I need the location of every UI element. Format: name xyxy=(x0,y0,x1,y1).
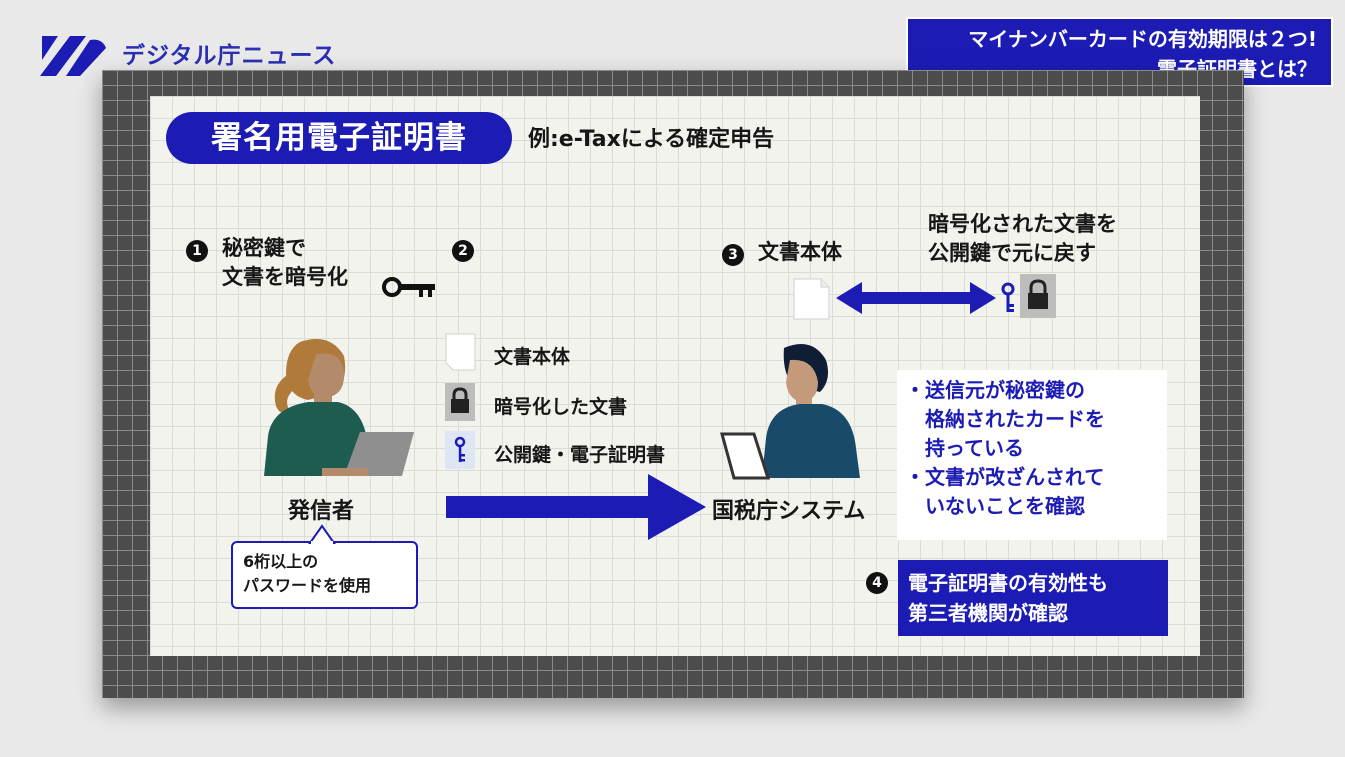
legend-document-icon xyxy=(445,333,476,371)
password-note-line-1: 6桁以上の xyxy=(243,552,319,571)
sender-label: 発信者 xyxy=(288,499,355,524)
legend-public-key-label: 公開鍵・電子証明書 xyxy=(494,444,666,466)
password-note-line-2: パスワードを使用 xyxy=(243,576,372,595)
bubble-pointer xyxy=(308,524,336,545)
brand-name: デジタル庁ニュース xyxy=(122,43,337,69)
receiver-label: 国税庁システム xyxy=(712,499,866,524)
key-icon xyxy=(382,277,435,297)
step-1-text: 秘密鍵で 文書を暗号化 xyxy=(222,234,348,292)
document-icon xyxy=(793,278,830,320)
receiver-figure xyxy=(720,344,860,480)
check-item-1: ・ 送信元が秘密鍵の xyxy=(905,376,1159,405)
step-4-badge: 4 xyxy=(866,572,888,594)
step-2-badge: 2 xyxy=(452,240,474,262)
public-key-icon xyxy=(1001,282,1015,312)
send-arrow-icon xyxy=(446,474,706,540)
check-2-line-1: 文書が改ざんされて xyxy=(925,465,1105,489)
check-item-2-cont-1: いないことを確認 xyxy=(905,492,1159,521)
sender-figure xyxy=(264,339,414,476)
slide-title: 署名用電子証明書 xyxy=(166,112,512,164)
check-1-line-3: 持っている xyxy=(925,436,1024,460)
verification-list: ・ 送信元が秘密鍵の 格納されたカードを 持っている ・ 文書が改ざんされて い… xyxy=(897,370,1167,540)
step-4-line-2: 第三者機関が確認 xyxy=(908,601,1068,625)
lock-icon xyxy=(1020,274,1056,318)
legend-document-label: 文書本体 xyxy=(494,346,571,368)
decrypt-line-1: 暗号化された文書を xyxy=(928,212,1117,236)
slide-subtitle: 例:e-Taxによる確定申告 xyxy=(528,127,775,152)
check-1-line-2: 格納されたカードを xyxy=(925,407,1105,431)
legend-public-key-icon xyxy=(445,431,475,469)
password-note: 6桁以上の パスワードを使用 xyxy=(231,541,418,609)
step-4-line-1: 電子証明書の有効性も xyxy=(908,571,1108,595)
step-1-line-1: 秘密鍵で xyxy=(222,236,306,260)
legend-lock-icon xyxy=(445,383,475,421)
step-4-callout: 電子証明書の有効性も 第三者機関が確認 xyxy=(898,560,1168,636)
topic-line-1: マイナンバーカードの有効期限は２つ! xyxy=(968,27,1317,51)
decrypt-line-2: 公開鍵で元に戻す xyxy=(928,241,1096,265)
step-3-label: 文書本体 xyxy=(758,240,842,264)
step-1-line-2: 文書を暗号化 xyxy=(222,265,348,289)
check-item-1-cont-2: 持っている xyxy=(905,434,1159,463)
logo-mark-icon xyxy=(40,36,106,76)
legend-encrypted-label: 暗号化した文書 xyxy=(494,396,628,418)
decrypt-text: 暗号化された文書を 公開鍵で元に戻す xyxy=(928,210,1117,268)
bullet: ・ xyxy=(905,465,925,489)
step-1-badge: 1 xyxy=(186,240,208,262)
check-1-line-1: 送信元が秘密鍵の xyxy=(925,378,1085,402)
step-3-badge: 3 xyxy=(722,244,744,266)
double-arrow-icon xyxy=(836,282,996,314)
check-item-2: ・ 文書が改ざんされて xyxy=(905,463,1159,492)
check-2-line-2: いないことを確認 xyxy=(925,494,1085,518)
bullet: ・ xyxy=(905,378,925,402)
check-item-1-cont-1: 格納されたカードを xyxy=(905,405,1159,434)
